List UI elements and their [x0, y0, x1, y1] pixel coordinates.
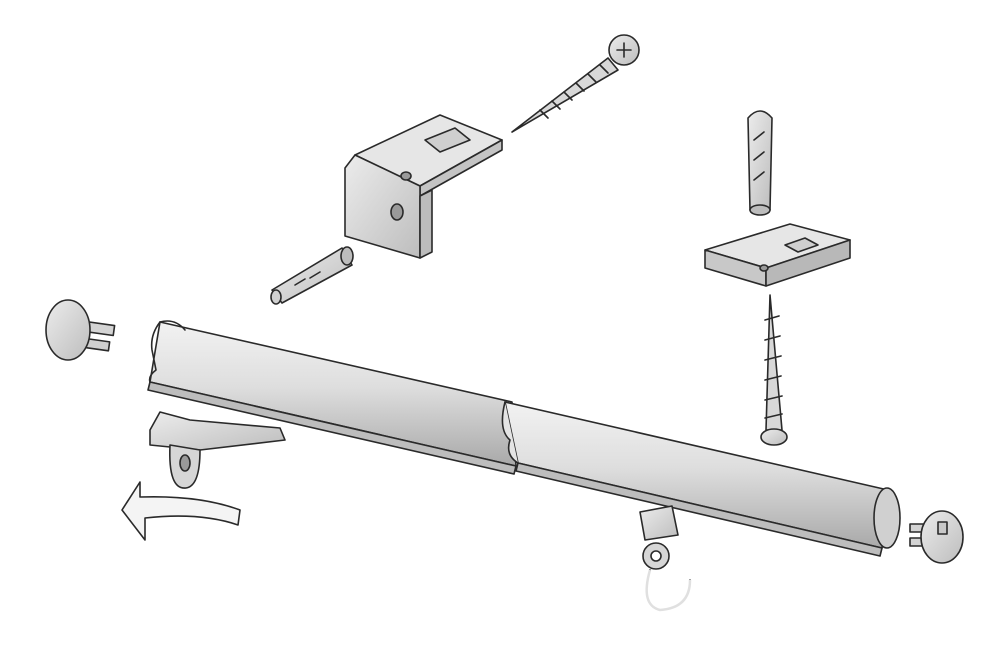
hook-glider [639, 505, 692, 612]
right-end-cap [909, 510, 964, 564]
curtain-rail-left-segment [147, 320, 517, 475]
ceiling-clip-plate [704, 223, 851, 287]
wood-screw-vertical [760, 294, 788, 446]
left-end-cap [45, 299, 116, 361]
curtain-rail-right-segment [501, 401, 901, 557]
wall-plug-right [747, 110, 773, 216]
l-bracket [344, 114, 503, 259]
glider-left [149, 411, 286, 489]
direction-arrow-icon [121, 481, 241, 541]
wall-plug-left [270, 246, 354, 305]
wood-screw-large [511, 34, 640, 133]
